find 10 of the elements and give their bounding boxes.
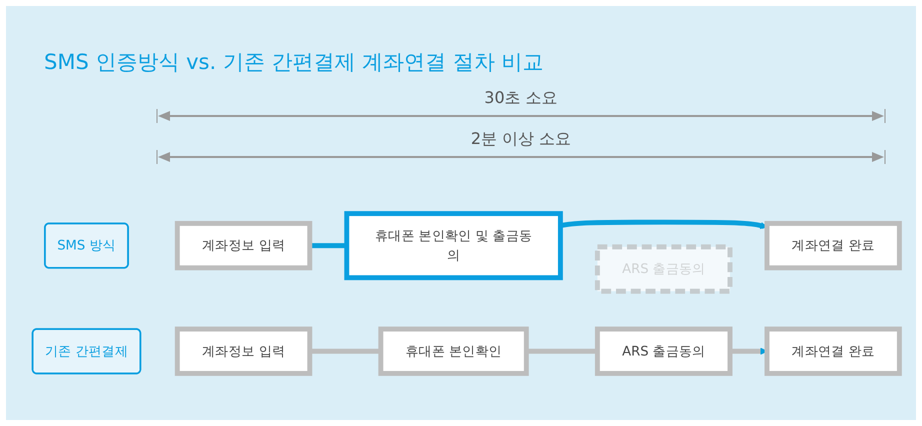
duration-label: 2분 이상 소요 (470, 129, 572, 150)
diagram-title: SMS 인증방식 vs. 기존 간편결제 계좌연결 절차 비교 (44, 49, 544, 76)
node-box: 계좌정보 입력 (174, 327, 312, 376)
node-box: 계좌정보 입력 (174, 221, 312, 271)
node-box: 계좌연결 완료 (764, 221, 902, 271)
node-box: ARS 출금동의 (594, 327, 732, 376)
node-box: 계좌연결 완료 (764, 327, 902, 376)
node-box: 휴대폰 본인확인 및 출금동의 (344, 212, 563, 281)
node-box: 휴대폰 본인확인 (378, 327, 529, 376)
duration-label: 30초 소요 (484, 88, 558, 109)
